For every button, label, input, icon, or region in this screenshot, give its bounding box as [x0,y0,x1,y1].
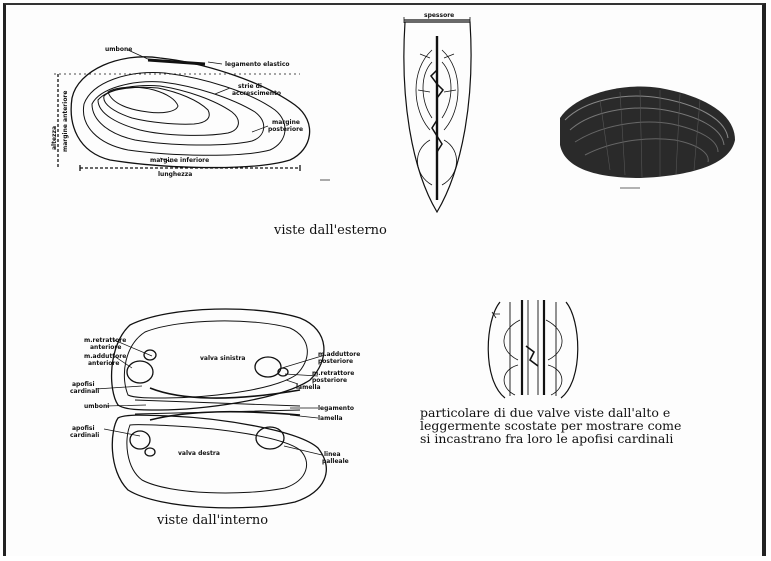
label-linea-palleale-2: palleale [322,458,349,465]
label-strie: strie di [238,83,262,90]
valves-detail-top-view [488,300,578,398]
caption-external-views: viste dall'esterno [274,224,387,237]
label-lunghezza: lunghezza [158,171,192,178]
label-linea-palleale-1: linea [324,451,341,458]
label-valva-destra: valva destra [178,450,220,457]
label-margine-anteriore: margine anteriore [62,91,69,152]
label-apofisi-top-1: apofisi [72,381,95,388]
label-umbone: umbone [105,46,132,53]
label-lamella-bottom: lamella [318,415,343,422]
label-apofisi-top-2: cardinali [70,388,99,395]
label-m-retrattore-posteriore-2: posteriore [312,377,347,384]
label-valva-sinistra: valva sinistra [200,355,245,362]
shell-shaded-drawing [560,87,735,188]
caption-detail-line-3: si incastrano fra loro le apofisi cardin… [420,432,660,445]
label-m-retrattore-posteriore-1: m.retrattore [312,370,354,377]
label-m-adduttore-anteriore-1: m.adduttore [84,353,126,360]
label-m-adduttore-posteriore-1: m.adduttore [318,351,360,358]
caption-internal-views: viste dall'interno [157,514,268,527]
label-m-adduttore-posteriore-2: posteriore [318,358,353,365]
valves-internal-view [96,309,326,508]
label-margine-posteriore-2: posteriore [268,126,303,133]
label-legamento: legamento [318,405,354,412]
valves-internal-labels: m.retrattore anteriore m.adduttore anter… [70,337,360,465]
label-m-adduttore-anteriore-2: anteriore [88,360,119,367]
label-legamento-elastico: legamento elastico [225,61,290,68]
label-altezza: altezza [51,126,58,150]
label-apofisi-bottom-2: cardinali [70,432,99,439]
label-umboni: umboni [84,403,109,410]
shell-side-labels: umbone legamento elastico strie di accre… [51,46,303,178]
label-margine-inferiore: margine inferiore [150,157,209,164]
label-m-retrattore-anteriore-1: m.retrattore [84,337,126,344]
label-accrescimento: accrescimento [232,90,281,97]
label-lamella-top: lamella [296,384,321,391]
caption-detail-paragraph: particolare di due valve viste dall'alto… [420,406,660,445]
label-margine-posteriore-1: margine [272,119,300,126]
shell-front-view [404,17,471,212]
label-apofisi-bottom-1: apofisi [72,425,95,432]
label-spessore: spessore [424,12,454,19]
label-m-retrattore-anteriore-2: anteriore [90,344,121,351]
